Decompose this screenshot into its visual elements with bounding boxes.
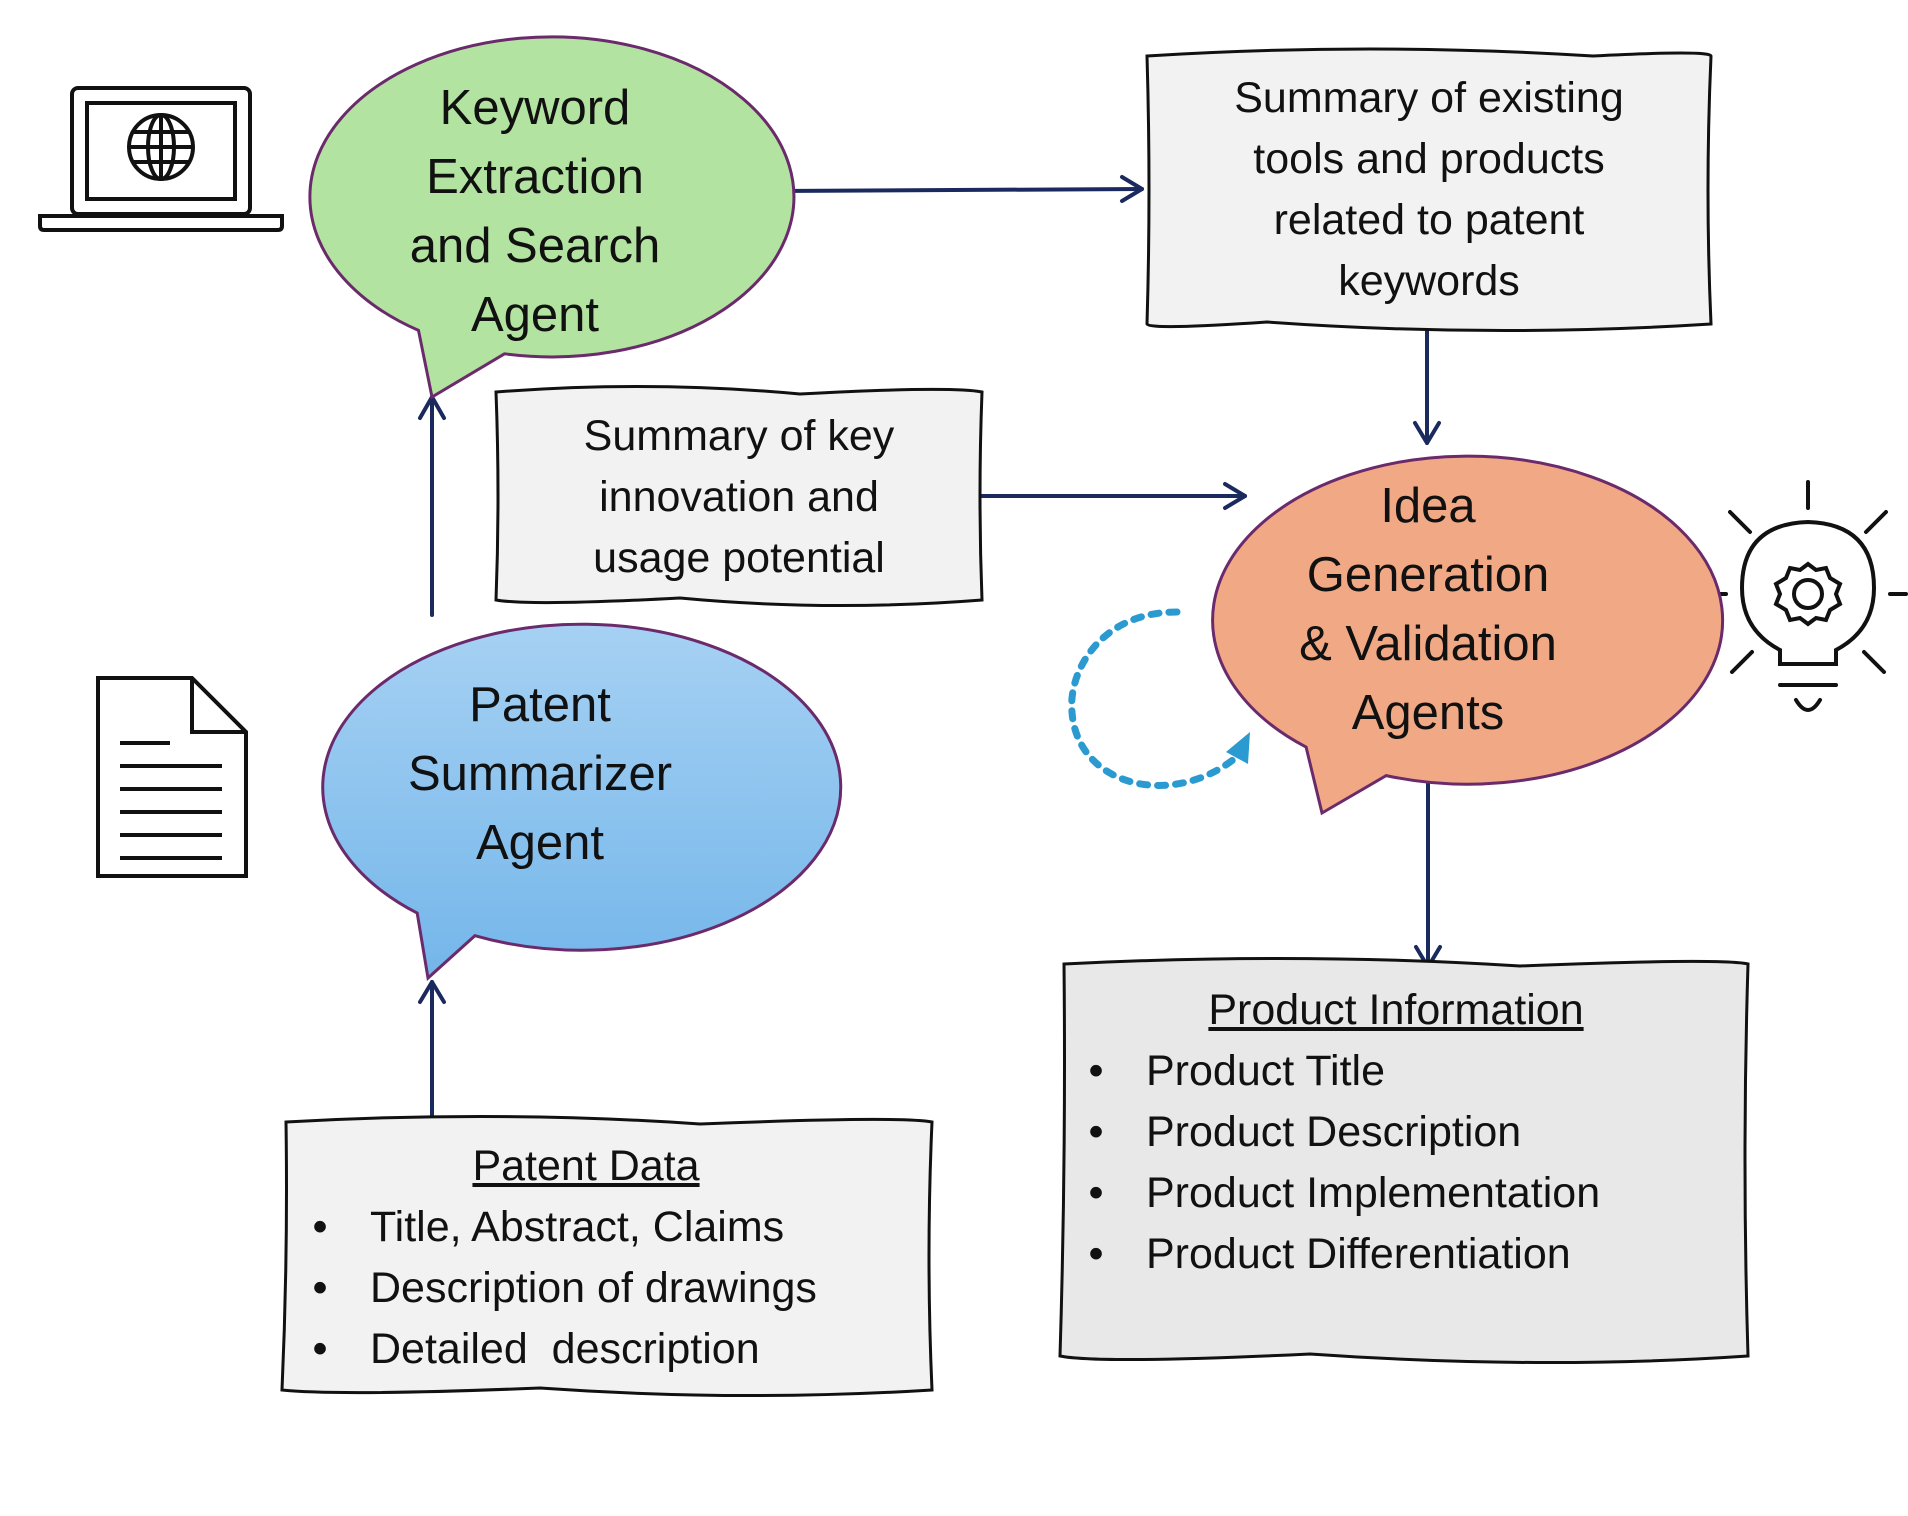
keyword-agent-line: Keyword [439,81,631,135]
list-item: •Product Implementation [1066,1163,1746,1224]
keyword-agent-line: and Search [409,219,661,273]
existing-tools-line: related to patent [1273,196,1585,244]
idea-agent-line: Generation [1306,548,1550,602]
summarizer-agent-line: Patent [469,677,611,732]
idea-agent-line: Idea [1380,479,1476,533]
existing-tools-line: keywords [1338,257,1520,305]
patent-data-heading: Patent Data [472,1142,700,1190]
document-icon [96,676,248,878]
product-info-box [1058,956,1750,1365]
arrow-keyword-to-tools [776,175,1144,203]
lightbulb-gear-icon [1697,480,1908,712]
key-innovation-line: usage potential [593,533,885,582]
bullet-icon: • [312,1203,328,1251]
key-innovation-line: Summary of key [583,411,895,460]
existing-tools-line: tools and products [1253,135,1605,183]
keyword-agent-label: Keyword Extraction and Search Agent [293,52,777,372]
laptop-globe-icon [38,86,284,232]
bullet-icon: • [1088,1047,1104,1095]
existing-tools-box [1145,47,1713,333]
arrow-summarizer-to-keyword [418,395,446,617]
key-innovation-box [494,384,984,608]
bullet-icon: • [1088,1169,1104,1217]
iteration-loop [1068,608,1252,789]
key-innovation-line: innovation and [599,472,879,521]
summarizer-agent-line: Summarizer [407,746,673,801]
product-info-heading: Product Information [1208,986,1584,1034]
keyword-agent-line: Agent [470,288,600,342]
bullet-icon: • [312,1325,328,1373]
arrows [418,175,1442,1119]
list-item: •Description of drawings [290,1258,930,1319]
idea-agent-label: Idea Generation & Validation Agents [1173,446,1683,774]
list-item: •Detailed description [290,1319,930,1380]
summarizer-agent-label: Patent Summarizer Agent [281,611,799,937]
arrow-tools-to-idea [1413,325,1441,445]
arrow-innovation-to-idea [980,482,1247,510]
summarizer-agent-bubble [321,622,843,981]
bullet-icon: • [1088,1230,1104,1278]
idea-agent-line: Agents [1351,686,1505,740]
bullet-icon: • [312,1264,328,1312]
list-item: •Product Description [1066,1102,1746,1163]
keyword-agent-bubble [308,35,796,400]
summarizer-agent-line: Agent [475,815,605,870]
patent-data-content: Patent Data •Title, Abstract, Claims •De… [290,1136,930,1380]
idea-agent-line: & Validation [1299,617,1557,671]
list-item: •Product Differentiation [1066,1224,1746,1285]
list-item: •Title, Abstract, Claims [290,1197,930,1258]
existing-tools-label: Summary of existing tools and products r… [1147,66,1711,314]
bullet-icon: • [1088,1108,1104,1156]
patent-data-box [280,1114,934,1398]
idea-agent-bubble [1211,454,1725,816]
arrow-data-to-summarizer [418,980,446,1119]
list-item: •Product Title [1066,1041,1746,1102]
arrow-idea-to-product [1414,773,1442,969]
keyword-agent-line: Extraction [426,150,644,204]
key-innovation-label: Summary of key innovation and usage pote… [496,402,982,592]
existing-tools-line: Summary of existing [1234,74,1624,122]
product-info-content: Product Information •Product Title •Prod… [1066,980,1746,1285]
